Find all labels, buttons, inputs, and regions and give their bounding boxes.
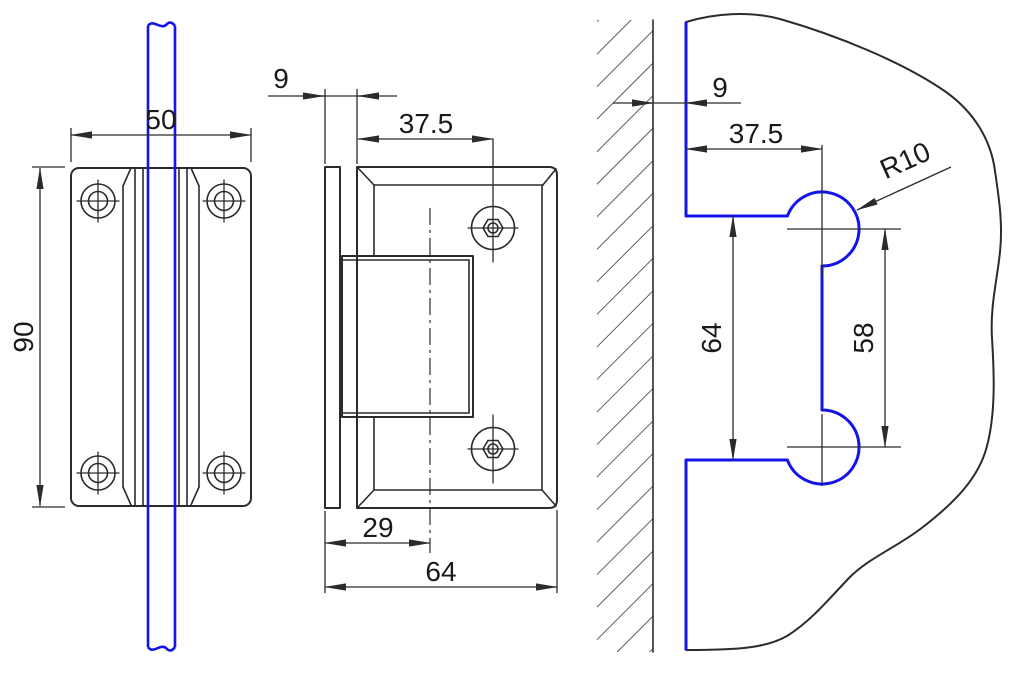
dim-label-cutout-hole-offset: 37.5 — [729, 118, 784, 149]
dim-cutout-hole-spacing: 58 — [848, 228, 889, 448]
dim-cutout-wall-gap: 9 — [613, 72, 741, 107]
screw-side-top — [467, 138, 519, 263]
dim-label-cutout-notch-height: 64 — [696, 322, 727, 353]
dim-cutout-radius: R10 — [856, 136, 952, 211]
screw-bottom-right — [202, 451, 246, 495]
hinge-plate-outline — [70, 167, 252, 507]
dim-front-height: 90 — [8, 166, 65, 508]
dim-label-side-hole-offset: 37.5 — [399, 108, 454, 139]
screw-bottom-left — [76, 451, 120, 495]
cover-plate-outline — [324, 166, 341, 509]
front-view: 50 90 — [8, 21, 252, 652]
dim-label-cutout-wall-gap: 9 — [712, 72, 728, 103]
clamp-block — [341, 255, 474, 418]
dim-cutout-hole-offset: 37.5 — [685, 118, 823, 153]
screw-top-left — [76, 179, 120, 223]
dim-side-glass-gap: 9 — [268, 63, 397, 164]
dim-front-width: 50 — [70, 104, 252, 162]
dim-side-hole-offset: 37.5 — [357, 108, 494, 143]
side-view: 9 37.5 29 64 — [268, 63, 558, 593]
wall-plate-bevel-lines — [356, 166, 557, 508]
dim-cutout-notch-height: 64 — [696, 215, 737, 461]
dim-label-side-pivot-offset: 29 — [362, 512, 393, 543]
dim-label-cutout-radius: R10 — [875, 136, 935, 185]
screw-side-bottom — [467, 414, 519, 484]
clamp-body-lines — [122, 167, 200, 506]
dim-label-front-height: 90 — [8, 321, 39, 352]
dim-label-front-width: 50 — [145, 104, 176, 135]
dim-side-pivot-offset: 29 — [324, 511, 431, 593]
dim-label-side-glass-gap: 9 — [273, 63, 289, 94]
glass-break-outline — [685, 13, 1003, 651]
screw-top-right — [202, 179, 246, 223]
glass-panel-front — [146, 21, 177, 652]
glass-cutout-profile — [684, 22, 861, 650]
dim-label-cutout-hole-spacing: 58 — [848, 322, 879, 353]
glass-cutout-view: 9 37.5 R10 64 58 — [597, 13, 1003, 653]
dim-label-side-depth: 64 — [425, 556, 456, 587]
wall-plate-outline — [356, 166, 558, 509]
dim-side-depth: 64 — [324, 510, 558, 593]
wall-hatching — [597, 20, 653, 652]
